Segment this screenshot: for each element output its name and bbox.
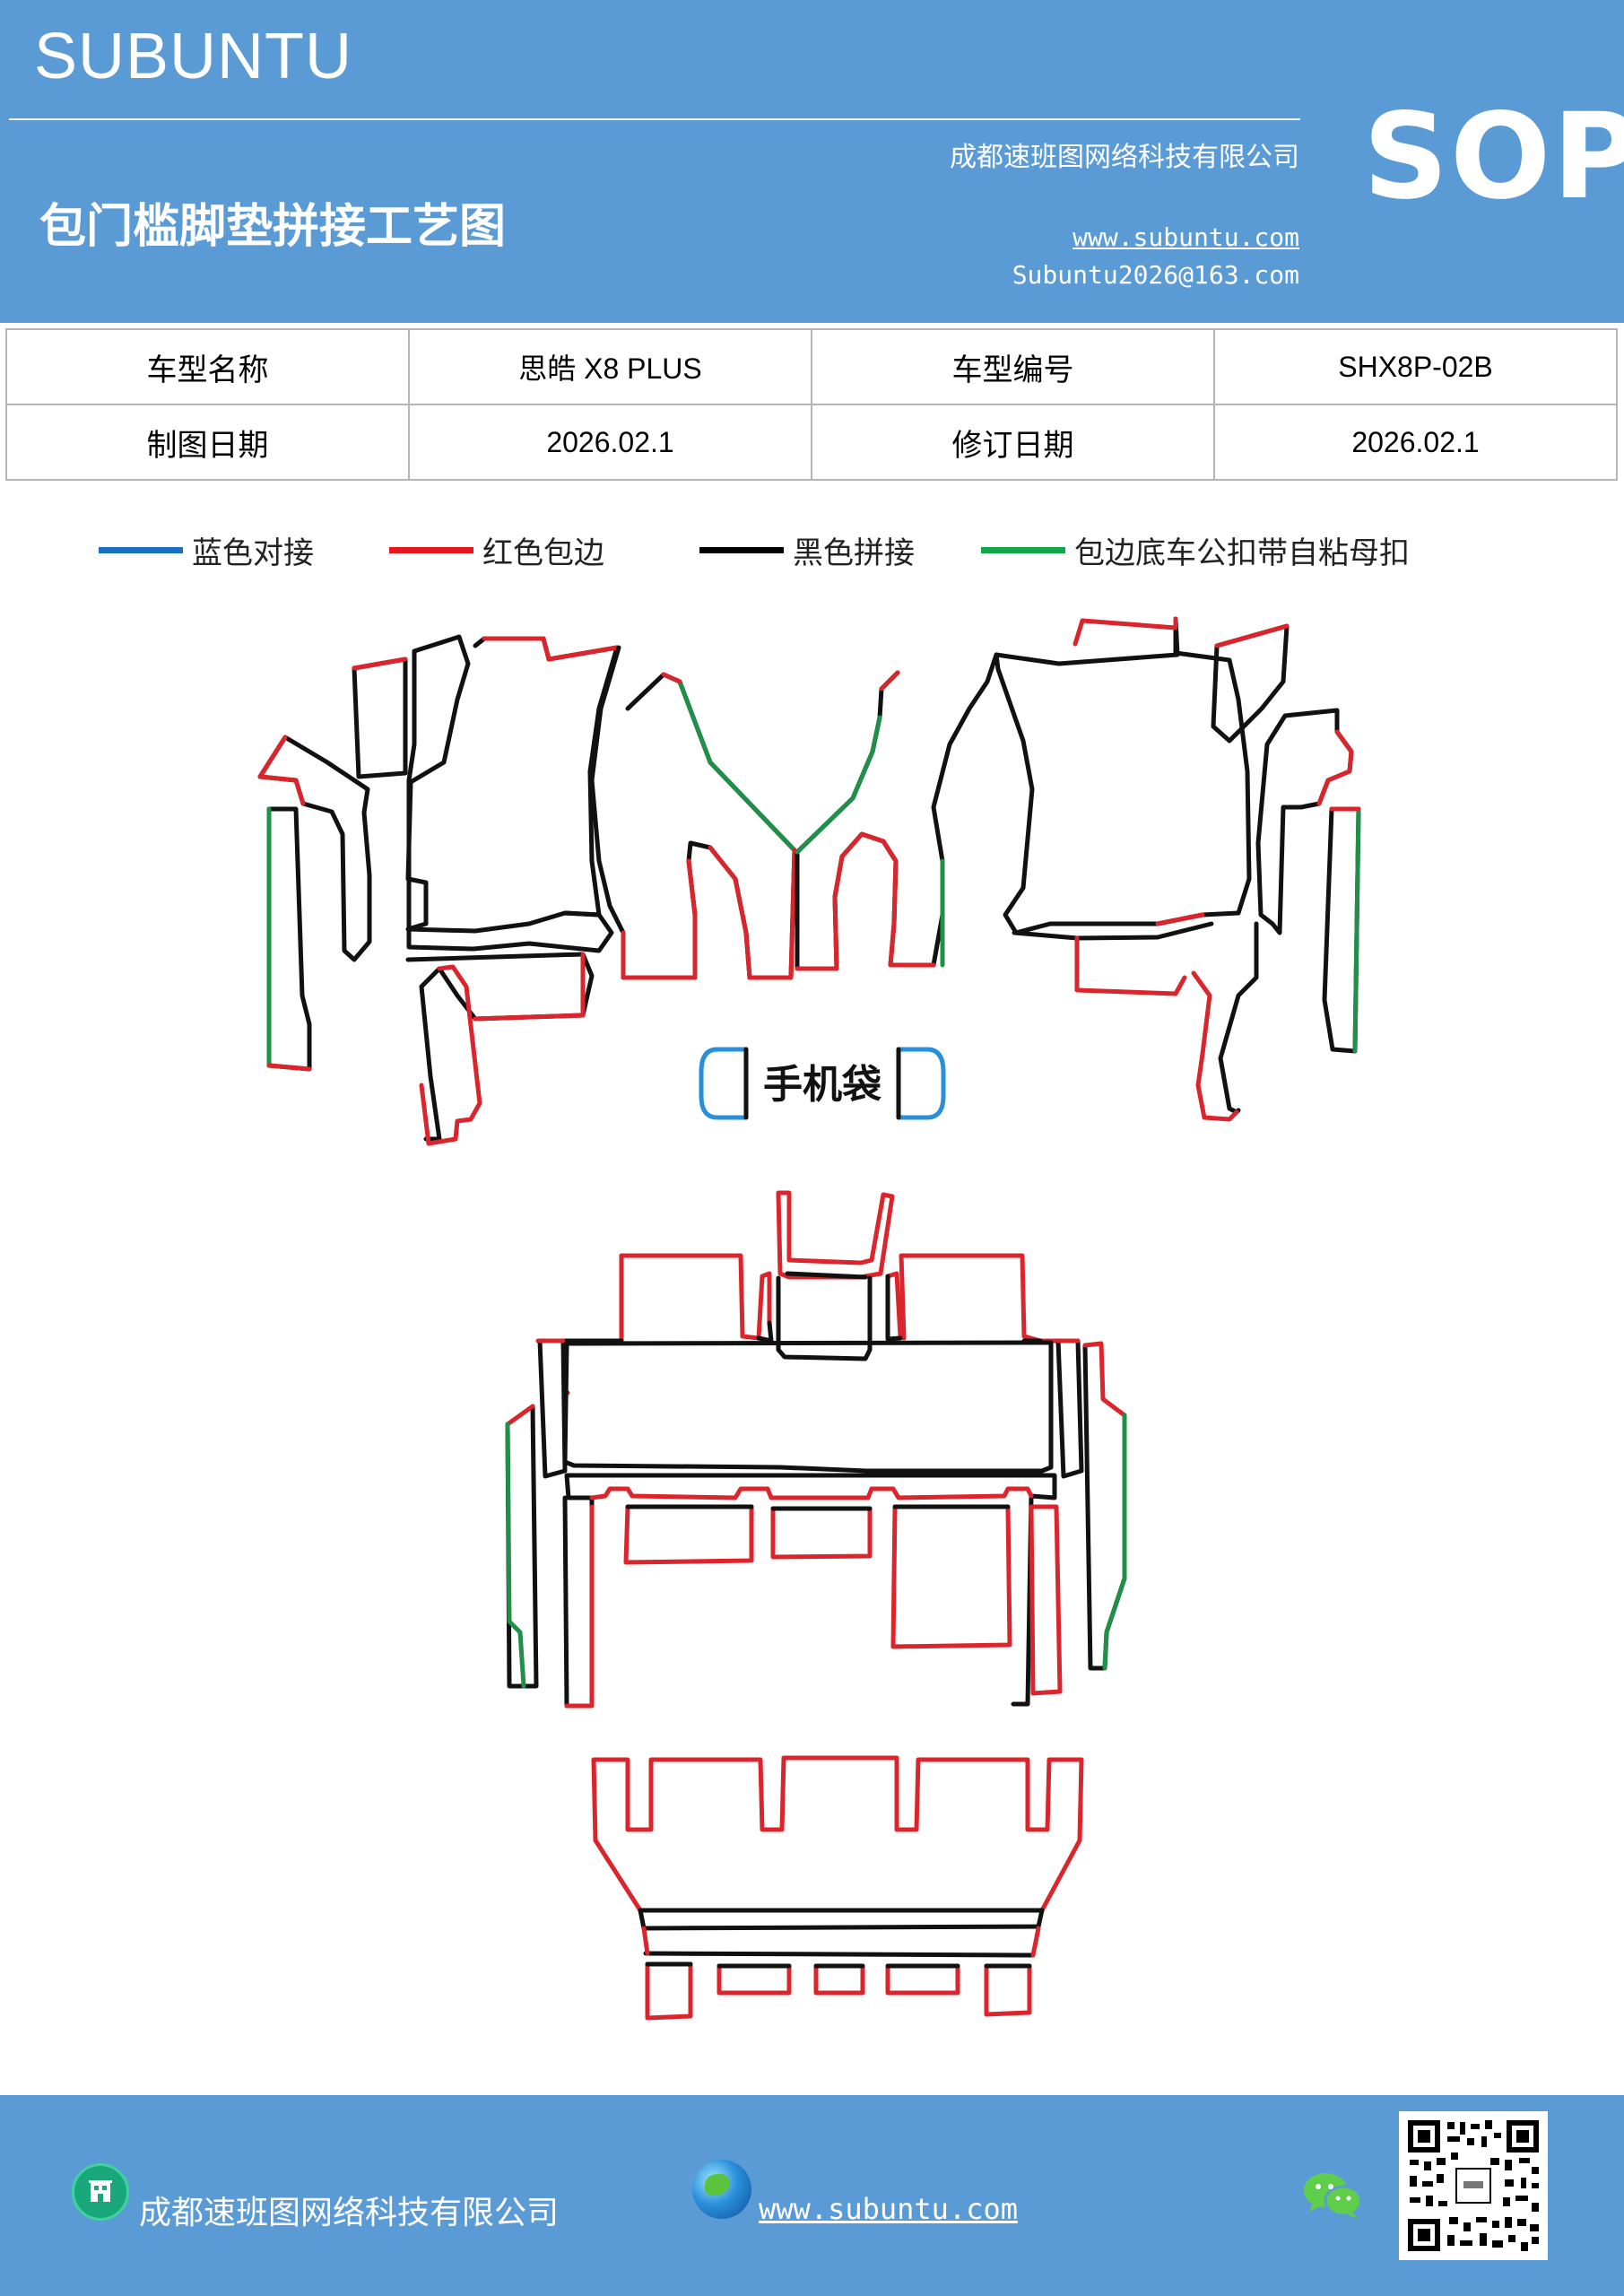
front-left-mat-pieces (257, 634, 797, 1146)
left-sill-strip (266, 806, 312, 1072)
front-left-main-mat-top (473, 636, 620, 918)
phone-pocket-right-bracket (896, 1047, 946, 1120)
rear-right-outer-strip (1055, 1338, 1127, 1671)
header-divider (9, 118, 1300, 120)
rear-under-band-left-leg-red (564, 1504, 595, 1709)
front-left-main-mat (405, 634, 614, 953)
front-right-mat-pieces (795, 616, 1361, 1122)
left-side-panel (257, 735, 372, 962)
model-code-value: SHX8P-02B (1213, 328, 1618, 405)
left-sill-strip-red-edge (266, 1063, 312, 1072)
drawing-date-label: 制图日期 (5, 404, 410, 481)
globe-icon (692, 2160, 751, 2219)
front-left-tunnel-panel-red (621, 672, 797, 980)
rear-lower-box-1 (623, 1504, 754, 1565)
front-right-lower-strip-red (1074, 935, 1239, 1122)
drawing-date-value: 2026.02.1 (408, 404, 812, 481)
qr-code (1399, 2111, 1548, 2260)
rear-lower-box-2 (770, 1506, 873, 1560)
wechat-icon[interactable] (1302, 2169, 1365, 2226)
footer-website-link[interactable]: www.subuntu.com (759, 2192, 1018, 2226)
rear-center-top-tab (776, 1190, 895, 1280)
floor-mat-diagram: 手机袋 (257, 616, 1361, 2021)
front-left-lower-strip (405, 952, 595, 1142)
company-name: 成都速班图网络科技有限公司 (950, 142, 1299, 173)
legend-black: 黑色拼接 (699, 527, 915, 572)
header-banner: SUBUNTU 包门槛脚垫拼接工艺图 成都速班图网络科技有限公司 www.sub… (0, 0, 1624, 323)
third-row-box-4 (885, 1963, 960, 1996)
vehicle-info-table: 车型名称 思皓 X8 PLUS 车型编号 SHX8P-02B 制图日期 2026… (5, 328, 1618, 481)
third-row-main-mat (638, 1908, 1045, 1931)
model-name-value: 思皓 X8 PLUS (408, 328, 812, 405)
footer-company-name: 成都速班图网络科技有限公司 (139, 2195, 560, 2231)
front-right-lower-strip (1012, 921, 1259, 1115)
legend-label: 蓝色对接 (192, 535, 314, 571)
rear-top-band-black-links (562, 1274, 1043, 1344)
rear-right-outer-strip-red (1055, 1338, 1127, 1418)
document-title: 包门槛脚垫拼接工艺图 (39, 199, 507, 254)
front-right-main-mat (994, 616, 1252, 935)
legend-swatch-red (389, 546, 473, 553)
front-left-main-mat-top-red (482, 636, 620, 662)
model-code-label: 车型编号 (811, 328, 1215, 405)
right-side-panel (1255, 708, 1354, 935)
table-row: 制图日期 2026.02.1 修订日期 2026.02.1 (5, 404, 1618, 481)
front-left-tunnel-panel-green (677, 679, 797, 853)
third-row-box-1 (645, 1961, 693, 2021)
rear-left-outer-strip-red (505, 1338, 566, 1427)
left-pillar-strip (352, 657, 408, 779)
front-right-tunnel-panel (795, 652, 999, 971)
legend-label: 红色包边 (482, 535, 604, 571)
left-side-panel-red-edge (257, 735, 306, 806)
legend-label: 包边底车公扣带自粘母扣 (1074, 535, 1410, 571)
rear-lower-box-3 (890, 1504, 1012, 1649)
legend-swatch-green (981, 546, 1065, 553)
right-side-panel-red-edge (1316, 729, 1354, 806)
third-row-box-5 (984, 1963, 1032, 2017)
building-icon (72, 2163, 129, 2221)
email-address[interactable]: Subuntu2026@163.com (1012, 260, 1299, 290)
left-pillar-strip-red-edge (352, 657, 408, 671)
brand-name: SUBUNTU (34, 21, 353, 92)
rear-left-outer-strip-green (505, 1422, 526, 1689)
third-row-under-band (643, 1951, 1036, 1958)
third-row-under-band-sides (641, 1926, 1041, 1958)
legend-swatch-blue (99, 546, 183, 553)
table-row: 车型名称 思皓 X8 PLUS 车型编号 SHX8P-02B (5, 328, 1618, 405)
website-link[interactable]: www.subuntu.com (1073, 222, 1299, 252)
rear-main-mat (562, 1340, 1054, 1474)
rear-under-band-red-tabs (589, 1486, 1034, 1500)
right-pillar-strip-red-edge (1214, 623, 1290, 648)
front-right-main-mat-top-red (1073, 616, 1205, 926)
legend-label: 黑色拼接 (793, 535, 915, 571)
legend-red: 红色包边 (389, 527, 604, 572)
front-right-tunnel-panel-green (795, 715, 945, 968)
sop-badge: SOP (1363, 88, 1624, 226)
legend-blue: 蓝色对接 (99, 527, 314, 572)
front-left-lower-strip-red (419, 952, 586, 1146)
revision-date-label: 修订日期 (811, 404, 1215, 481)
second-row-mat-pieces (505, 1190, 1127, 1709)
revision-date-value: 2026.02.1 (1213, 404, 1618, 481)
third-row-top-tabs (591, 1755, 1084, 1913)
phone-pocket-group: 手机袋 (699, 1047, 946, 1120)
phone-pocket-left-bracket (699, 1047, 749, 1120)
legend-green: 包边底车公扣带自粘母扣 (981, 527, 1410, 572)
rear-right-outer-strip-green (1102, 1413, 1127, 1671)
legend-swatch-black (699, 546, 784, 553)
model-name-label: 车型名称 (5, 328, 410, 405)
front-right-tunnel-panel-red (795, 670, 936, 971)
rear-left-outer-strip (505, 1338, 568, 1689)
third-row-box-2 (716, 1963, 792, 1996)
phone-pocket-label: 手机袋 (763, 1062, 881, 1108)
third-row-box-3 (813, 1963, 865, 1996)
third-row-mat-pieces (591, 1755, 1084, 2021)
rear-lower-right-leg (1029, 1504, 1063, 1696)
right-sill-strip-green-edge (1352, 806, 1361, 1054)
rear-center-tunnel-piece (776, 1271, 873, 1361)
footer-banner: 成都速班图网络科技有限公司 www.subuntu.com (0, 2095, 1624, 2296)
